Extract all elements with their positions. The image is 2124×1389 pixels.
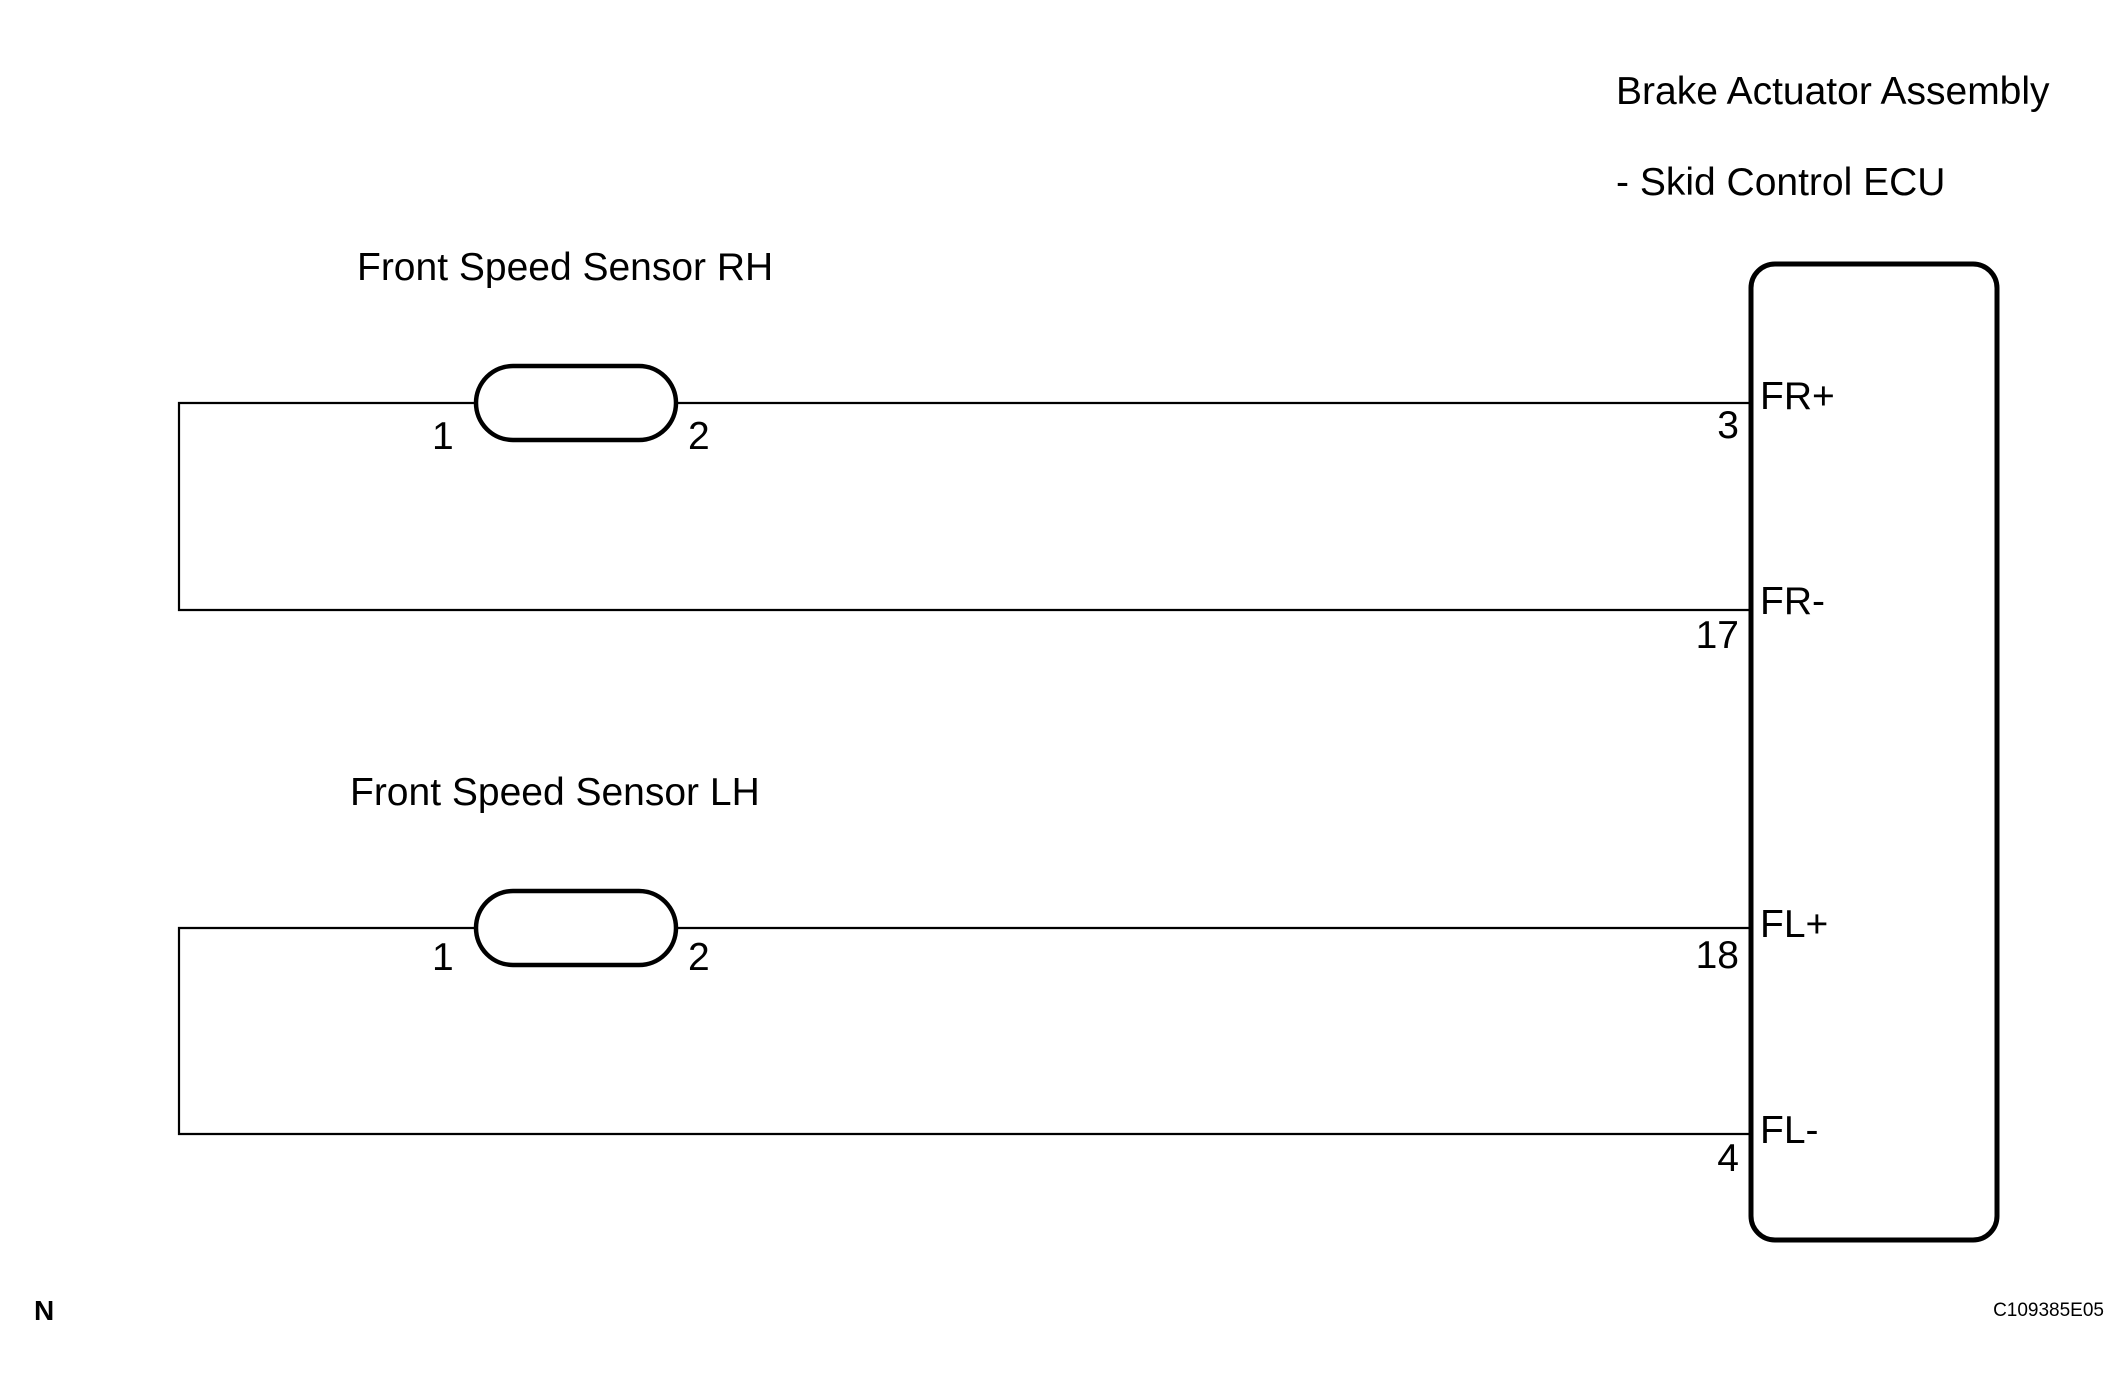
ecu-box (1748, 261, 2000, 1243)
ecu-pin-18: 18 (1696, 934, 1739, 977)
figure-code: C109385E05 (1993, 1300, 2104, 1321)
sensor-rh-label: Front Speed Sensor RH (357, 246, 773, 289)
sensor-lh-pin-2: 2 (688, 936, 710, 979)
ecu-signal-fl-plus: FL+ (1760, 903, 1828, 946)
ecu-title-line1: Brake Actuator Assembly (1616, 70, 2050, 113)
ecu-signal-fr-minus: FR- (1760, 580, 1825, 623)
sensor-lh-label: Front Speed Sensor LH (350, 771, 760, 814)
wire-lh-minus (177, 926, 1751, 1136)
sensor-rh-pin-1: 1 (432, 415, 454, 458)
ecu-pin-3: 3 (1717, 404, 1739, 447)
sensor-lh-pin-1: 1 (432, 936, 454, 979)
ecu-title-line2: - Skid Control ECU (1616, 161, 1945, 204)
ecu-signal-fr-plus: FR+ (1760, 375, 1835, 418)
ecu-pin-4: 4 (1717, 1137, 1739, 1180)
sensor-rh-pin-2: 2 (688, 415, 710, 458)
ecu-signal-fl-minus: FL- (1760, 1109, 1819, 1152)
ecu-pin-17: 17 (1696, 614, 1739, 657)
sensor-lh-body (473, 888, 679, 968)
wire-rh-minus (177, 401, 1751, 612)
corner-mark: N (34, 1295, 54, 1326)
sensor-rh-body (473, 363, 679, 443)
